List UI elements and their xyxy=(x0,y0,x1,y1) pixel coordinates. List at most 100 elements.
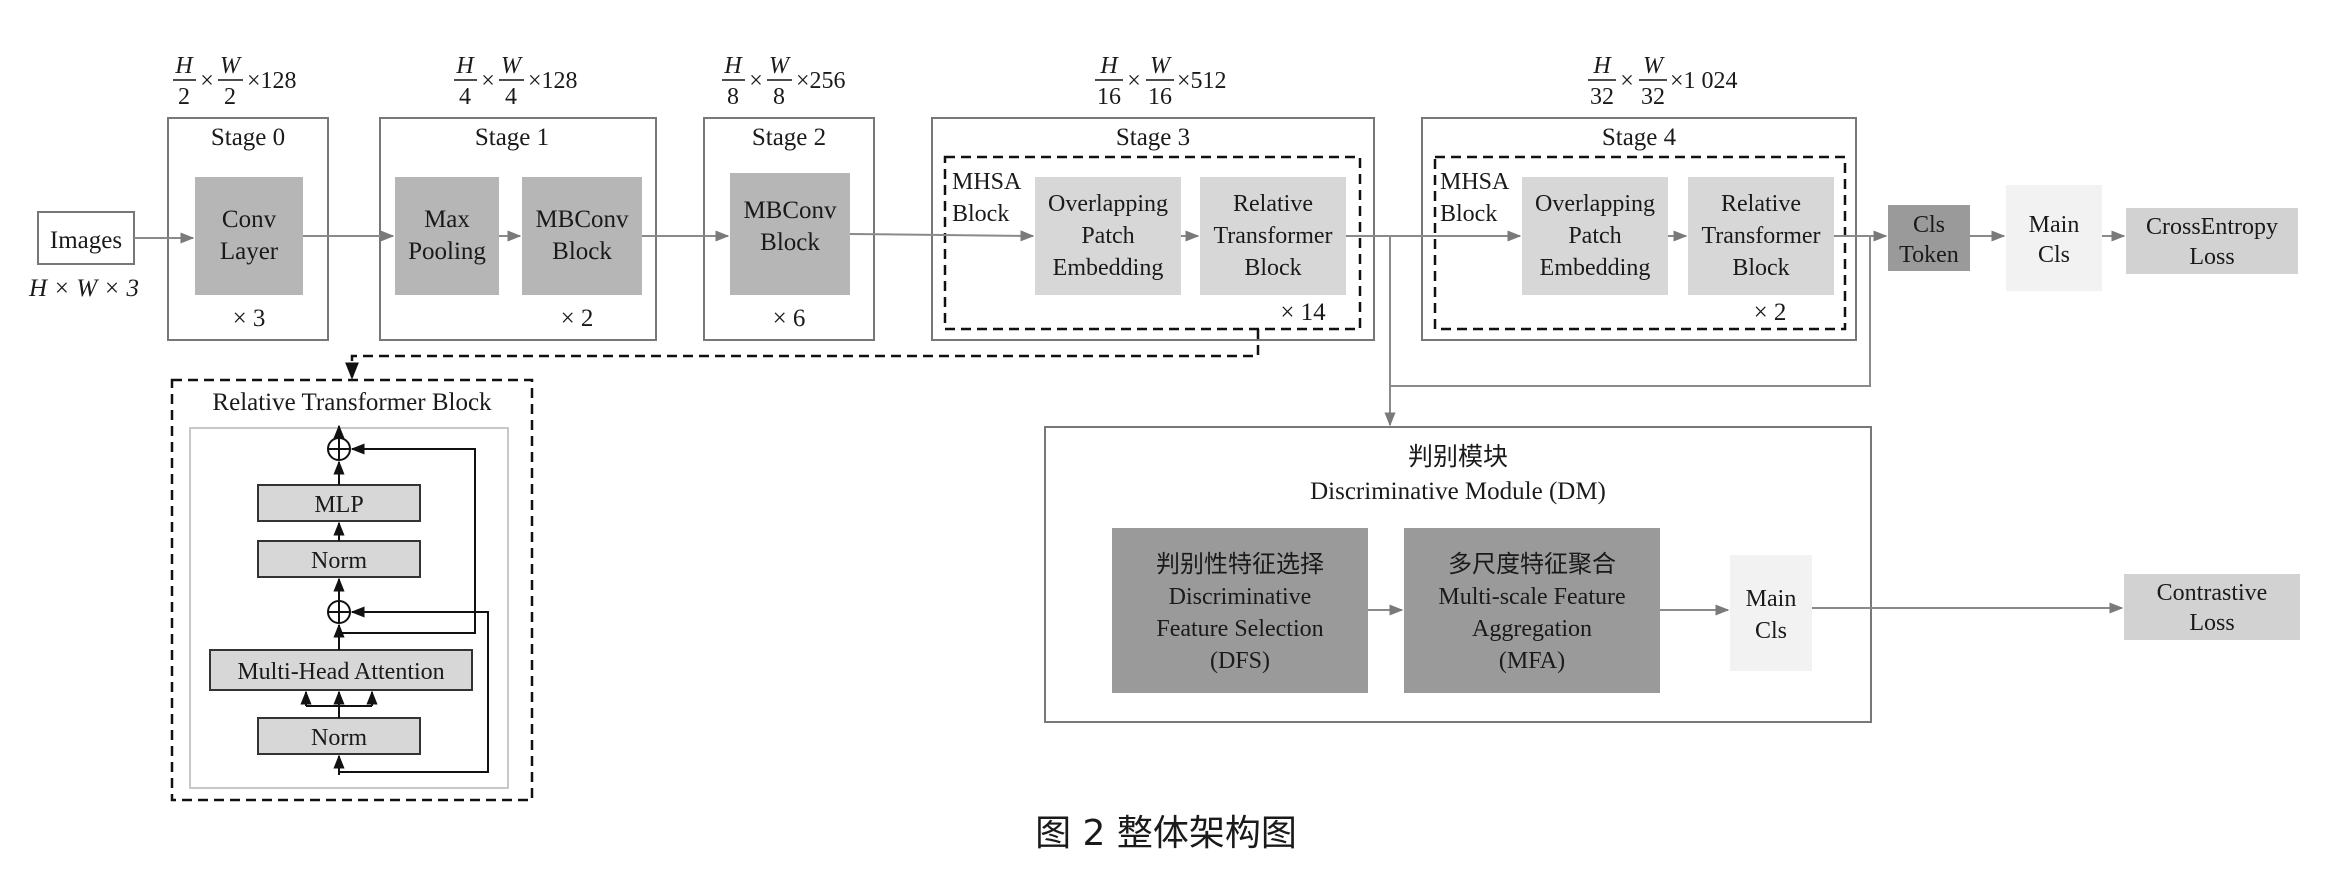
stage-2-block-line1: MBConv xyxy=(743,197,837,224)
stage-4-dim-wd: 32 xyxy=(1641,84,1665,110)
input-node: Images H × W × 3 xyxy=(28,211,139,302)
stage-3-dim-w: W xyxy=(1150,53,1172,79)
stage-0-block-line1: Conv xyxy=(222,206,277,233)
mfa-line3: Aggregation xyxy=(1472,616,1592,642)
stage-1-dim-h: H xyxy=(455,53,475,79)
stage-3-block-a-line3: Embedding xyxy=(1053,255,1164,281)
svg-text:×: × xyxy=(1620,68,1634,94)
stage-2-dim-w: W xyxy=(769,53,791,79)
svg-text:×: × xyxy=(749,68,763,94)
stage-2-dim-wd: 8 xyxy=(773,84,785,110)
mfa-line4: (MFA) xyxy=(1499,648,1565,674)
cls-token-box xyxy=(1888,205,1970,271)
stage-4-block-a-line3: Embedding xyxy=(1540,255,1651,281)
stage-2-dim-h: H xyxy=(723,53,743,79)
rtb-attention-box xyxy=(209,649,473,691)
stage-0-dim-h: H xyxy=(174,53,194,79)
stage-1-dim-hd: 4 xyxy=(459,84,471,110)
stage-1-repeat: × 2 xyxy=(561,305,594,332)
stage-4-block-b-line1: Relative xyxy=(1721,191,1801,217)
stage-4-mhsa-frame xyxy=(1433,155,1847,331)
stage-1-block-a-line2: Pooling xyxy=(408,238,486,265)
stage-4-block-b-line3: Block xyxy=(1732,255,1789,281)
dm-main-cls-line2: Cls xyxy=(1755,618,1787,644)
stage-3-block-a-line1: Overlapping xyxy=(1048,191,1168,217)
stage-4: H 32 × W 32 ×1 024 Stage 4 MHSA Block Ov… xyxy=(1421,53,1857,341)
rtb-link-dashed xyxy=(345,329,1260,380)
svg-text:×: × xyxy=(200,68,214,94)
stage-1-block-b-line1: MBConv xyxy=(535,206,629,233)
mfa-line2: Multi-scale Feature xyxy=(1438,584,1625,610)
stage-0-dim-wd: 2 xyxy=(224,84,236,110)
crossentropy-loss-line2: Loss xyxy=(2189,244,2234,270)
stage-4-mhsa-line2: Block xyxy=(1440,201,1497,227)
stage-4-block-b-line2: Transformer xyxy=(1701,223,1820,249)
stage-0-dim-c: ×128 xyxy=(247,68,297,94)
stage-3-mhsa-frame xyxy=(943,155,1362,331)
stage-4-mhsa-line1: MHSA xyxy=(1440,169,1510,195)
stage-4-title: Stage 4 xyxy=(1602,124,1677,151)
crossentropy-loss-box xyxy=(2126,208,2298,274)
stage-0: H 2 × W 2 ×128 Stage 0 Conv Layer × 3 xyxy=(167,53,329,341)
stage-3-block-b-line2: Transformer xyxy=(1213,223,1332,249)
cls-token-line1: Cls xyxy=(1913,212,1945,238)
stage-1-dim-wd: 4 xyxy=(505,84,517,110)
dm-title-en: Discriminative Module (DM) xyxy=(1310,478,1606,505)
svg-text:×: × xyxy=(1127,68,1141,94)
stage-3-block-a-line2: Patch xyxy=(1081,223,1134,249)
mfa-box xyxy=(1404,528,1660,693)
stage-3-mhsa-line2: Block xyxy=(952,201,1009,227)
stage-3-dim-h: H xyxy=(1099,53,1119,79)
stage-0-repeat: × 3 xyxy=(233,305,266,332)
crossentropy-loss-line1: CrossEntropy xyxy=(2146,214,2278,240)
stage-0-title: Stage 0 xyxy=(211,124,285,151)
rtb-mlp-label: MLP xyxy=(314,492,363,518)
dfs-line2: Discriminative xyxy=(1169,584,1312,610)
stage-3: H 16 × W 16 ×512 Stage 3 MHSA Block Over… xyxy=(931,53,1375,341)
rtb-norm-top-box xyxy=(257,540,421,578)
mfa-line1: 多尺度特征聚合 xyxy=(1448,551,1616,578)
rtb-norm-top-label: Norm xyxy=(311,548,367,574)
stage-4-dim-w: W xyxy=(1643,53,1665,79)
dfs-line4: (DFS) xyxy=(1210,648,1270,674)
contrastive-loss-line1: Contrastive xyxy=(2157,580,2268,606)
stage-2-dim-c: ×256 xyxy=(796,68,846,94)
stage-3-dim-hd: 16 xyxy=(1097,84,1121,110)
main-cls-line1: Main xyxy=(2029,212,2080,238)
stage-0-block-line2: Layer xyxy=(220,238,279,265)
dfs-box xyxy=(1112,528,1368,693)
stage-0-dim-w: W xyxy=(220,53,242,79)
dm-title-cn: 判别模块 xyxy=(1408,443,1508,471)
stage-2-repeat: × 6 xyxy=(773,305,806,332)
cls-token-line2: Token xyxy=(1899,242,1959,268)
figure-caption: 图 2 整体架构图 xyxy=(1035,813,1297,854)
stage-2: H 8 × W 8 ×256 Stage 2 MBConv Block × 6 xyxy=(703,53,875,341)
stage-4-dim-c: ×1 024 xyxy=(1670,68,1738,94)
input-shape: H × W × 3 xyxy=(28,275,139,302)
dfs-line3: Feature Selection xyxy=(1156,616,1323,642)
stage-3-dim-wd: 16 xyxy=(1148,84,1172,110)
stage-4-dim-h: H xyxy=(1592,53,1612,79)
dfs-line1: 判别性特征选择 xyxy=(1156,551,1324,578)
main-cls-line2: Cls xyxy=(2038,242,2070,268)
main-cls-box xyxy=(2006,185,2102,291)
stage-3-title: Stage 3 xyxy=(1116,124,1190,151)
connectors xyxy=(134,230,2126,616)
rtb-attention-label: Multi-Head Attention xyxy=(237,659,444,685)
stage-1-block-b-line2: Block xyxy=(552,238,612,265)
stage-4-dim-hd: 32 xyxy=(1590,84,1614,110)
contrastive-loss-line2: Loss xyxy=(2189,610,2234,636)
stage-4-block-a-line2: Patch xyxy=(1568,223,1621,249)
stage-1-block-a-line1: Max xyxy=(424,206,470,233)
stage-3-block-b-line1: Relative xyxy=(1233,191,1313,217)
dm-main-cls-line1: Main xyxy=(1746,586,1797,612)
stage-2-block-line2: Block xyxy=(760,229,820,256)
stage-1-dim-w: W xyxy=(501,53,523,79)
stage-3-dim-c: ×512 xyxy=(1177,68,1227,94)
stage-4-repeat: × 2 xyxy=(1754,299,1787,326)
discriminative-module: 判别模块 Discriminative Module (DM) 判别性特征选择 … xyxy=(1044,426,2300,723)
contrastive-loss-box xyxy=(2124,574,2300,640)
stage-4-block-a-line1: Overlapping xyxy=(1535,191,1655,217)
